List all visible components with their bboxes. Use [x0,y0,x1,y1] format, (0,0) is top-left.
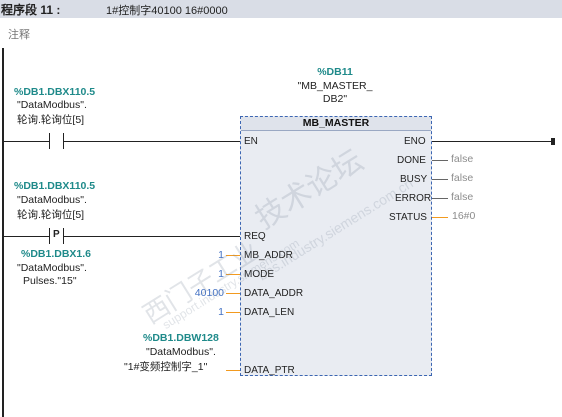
busy-value: false [451,172,474,184]
edge-memory-name-1: "DataModbus". [17,262,87,274]
pin-en[interactable]: EN [244,136,258,147]
p-contact-symbol: P [53,229,60,240]
network-header[interactable] [0,0,562,18]
pin-req[interactable]: REQ [244,231,266,242]
error-wire [432,198,448,199]
block-title-bar [241,117,431,131]
instance-db-address[interactable]: %DB11 [317,66,353,78]
network-label: 程序段 11 : [1,3,61,17]
p-contact-left[interactable] [49,228,50,244]
no-contact-en-left[interactable] [49,133,50,149]
data-ptr-name-2: "1#变频控制字_1" [124,361,208,373]
status-wire [432,217,448,218]
mb-addr-value[interactable]: 1 [218,249,224,261]
pin-data-addr[interactable]: DATA_ADDR [244,288,304,299]
en-wire-left [4,141,49,142]
mode-value[interactable]: 1 [218,268,224,280]
data-ptr-wire [226,370,240,371]
mb-master-block[interactable] [240,116,432,376]
edge-memory-address[interactable]: %DB1.DBX1.6 [21,248,92,260]
comment-placeholder: 注释 [8,29,30,41]
error-value: false [451,191,474,203]
left-power-rail [2,48,4,417]
mode-wire [226,274,240,275]
req-wire-right [63,236,240,237]
network-title[interactable]: 1#控制字40100 16#0000 [106,5,228,17]
pin-data-ptr[interactable]: DATA_PTR [244,365,295,376]
eno-wire [432,141,554,142]
done-value: false [451,153,474,165]
req-contact-name-1: "DataModbus". [17,194,87,206]
done-wire [432,160,448,161]
en-contact-address[interactable]: %DB1.DBX110.5 [14,86,96,98]
mb-addr-wire [226,255,240,256]
pin-done[interactable]: DONE [397,155,426,166]
status-value: 16#0 [452,210,476,222]
instance-db-name-1: "MB_MASTER_ [297,80,373,92]
network-comment[interactable] [0,18,562,49]
edge-memory-name-2: Pulses."15" [23,275,77,287]
pin-mb-addr[interactable]: MB_ADDR [244,250,293,261]
busy-wire [432,179,448,180]
pin-error[interactable]: ERROR [395,193,432,204]
pin-eno[interactable]: ENO [404,136,426,147]
en-wire-right [63,141,240,142]
en-contact-name-2: 轮询.轮询位[5] [17,114,85,126]
en-contact-name-1: "DataModbus". [17,99,87,111]
data-ptr-name-1: "DataModbus". [146,346,216,358]
req-wire-left [4,236,49,237]
pin-busy[interactable]: BUSY [400,174,428,185]
data-addr-wire [226,293,240,294]
instance-db-name-2: DB2" [322,93,348,105]
pin-data-len[interactable]: DATA_LEN [244,307,295,318]
data-len-value[interactable]: 1 [218,306,224,318]
data-addr-value[interactable]: 40100 [194,287,224,299]
pin-mode[interactable]: MODE [244,269,274,280]
pin-status[interactable]: STATUS [389,212,427,223]
data-ptr-address[interactable]: %DB1.DBW128 [143,332,219,344]
req-contact-name-2: 轮询.轮询位[5] [17,209,85,221]
block-title: MB_MASTER [302,117,370,129]
eno-end-marker [551,138,555,145]
req-contact-address[interactable]: %DB1.DBX110.5 [14,180,96,192]
data-len-wire [226,312,240,313]
